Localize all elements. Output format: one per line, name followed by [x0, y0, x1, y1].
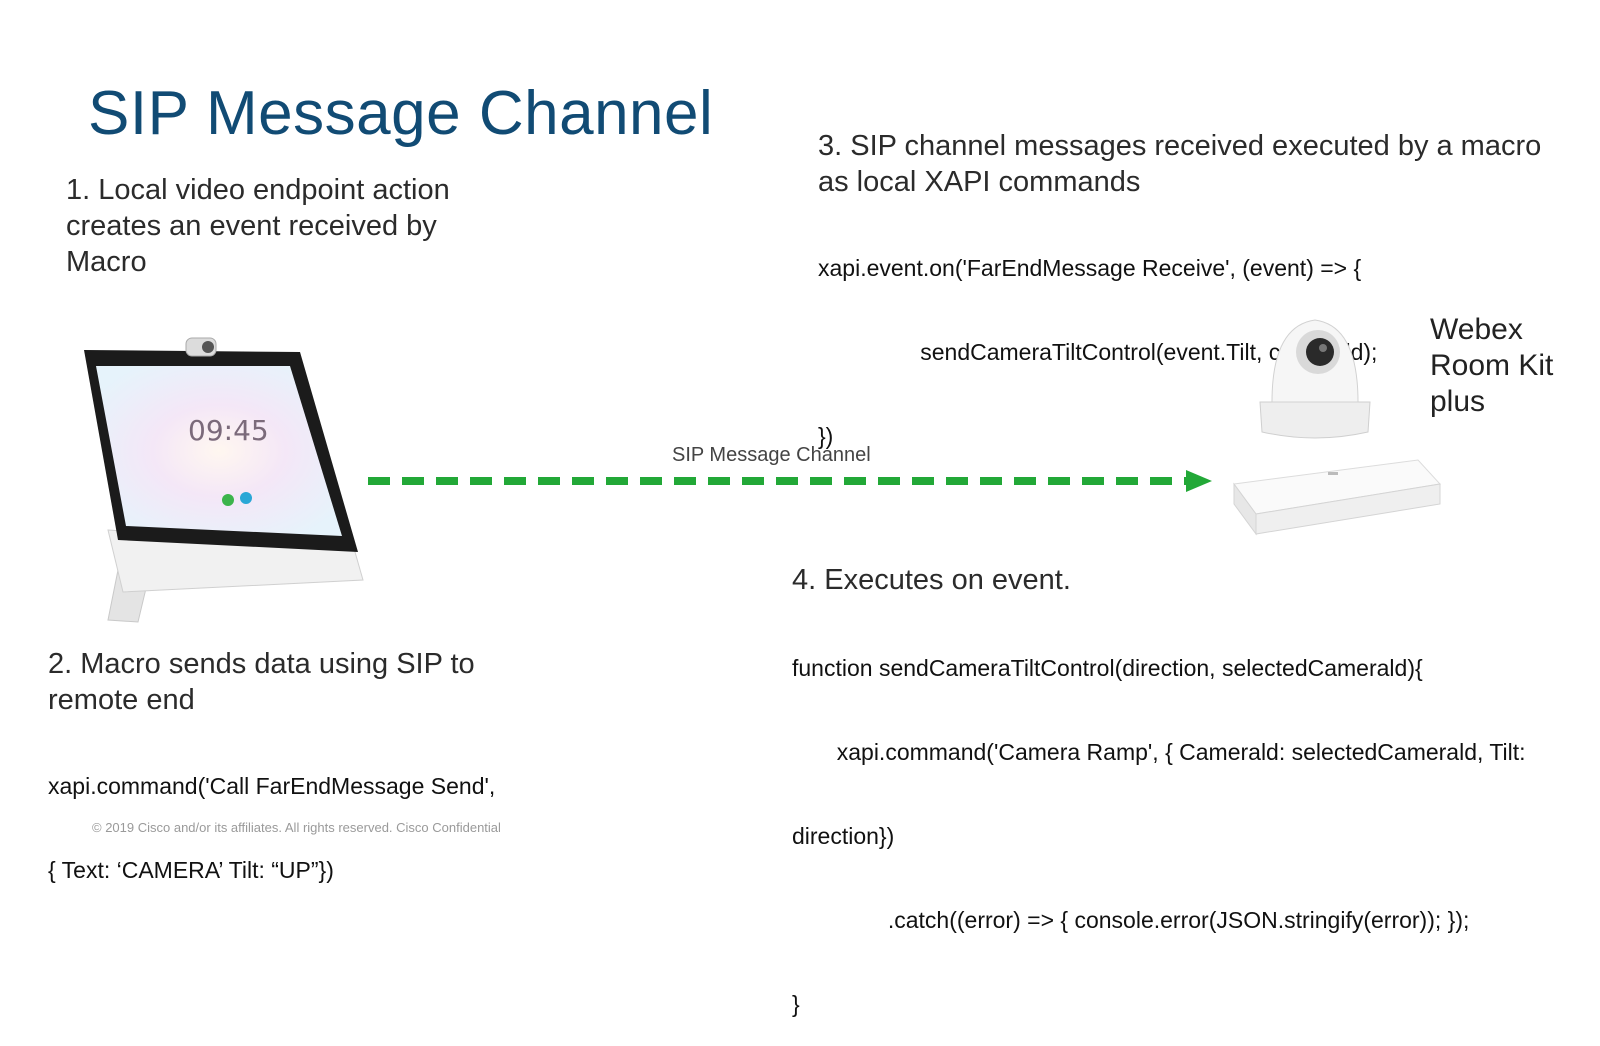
sip-channel-arrow [368, 470, 1212, 492]
step1-heading: 1. Local video endpoint action creates a… [66, 172, 450, 280]
step1-heading-line: 1. Local video endpoint action [66, 174, 450, 206]
step4-code-line: direction}) [792, 823, 895, 849]
step2-heading-line: 2. Macro sends data using SIP to [48, 648, 475, 680]
step3-code-line: xapi.event.on('FarEndMessage Receive', (… [818, 255, 1362, 281]
step3-heading: 3. SIP channel messages received execute… [818, 128, 1541, 200]
codec-box-image [1233, 459, 1441, 536]
step4-code-line: function sendCameraTiltControl(direction… [792, 655, 1423, 681]
step3-heading-line: 3. SIP channel messages received execute… [818, 130, 1542, 162]
step3-code-line: }) [818, 423, 834, 449]
device-label: Webex Room Kit plus [1430, 312, 1553, 420]
step1-heading-line: creates an event received by [66, 210, 437, 242]
step2-heading-line: remote end [48, 684, 195, 716]
slide-title: SIP Message Channel [88, 79, 714, 148]
step4-code-line: .catch((error) => { console.error(JSON.s… [792, 907, 1470, 933]
device-label-line: Webex [1430, 313, 1523, 346]
endpoint-clock: 09:45 [188, 414, 269, 447]
step4-code-line: } [792, 991, 800, 1017]
step2-code-line: { Text: ‘CAMERA’ Tilt: “UP”}) [48, 857, 334, 883]
ptz-camera-image [1259, 319, 1371, 439]
step2-heading: 2. Macro sends data using SIP to remote … [48, 646, 475, 718]
step2-code: xapi.command('Call FarEndMessage Send', … [48, 716, 495, 912]
copyright-footer: © 2019 Cisco and/or its affiliates. All … [92, 820, 501, 835]
step1-heading-line: Macro [66, 246, 147, 278]
sip-channel-label: SIP Message Channel [672, 444, 871, 466]
step4-heading: 4. Executes on event. [792, 564, 1071, 596]
video-endpoint-image: 09:45 [84, 337, 364, 623]
device-label-line: plus [1430, 385, 1486, 418]
step3-code: xapi.event.on('FarEndMessage Receive', (… [818, 198, 1377, 478]
step4-code-line: xapi.command('Camera Ramp', { Camerald: … [792, 739, 1526, 765]
step2-code-line: xapi.command('Call FarEndMessage Send', [48, 773, 496, 799]
step4-code: function sendCameraTiltControl(direction… [792, 598, 1526, 1046]
device-label-line: Room Kit [1430, 349, 1554, 382]
step3-heading-line: as local XAPI commands [818, 166, 1141, 198]
